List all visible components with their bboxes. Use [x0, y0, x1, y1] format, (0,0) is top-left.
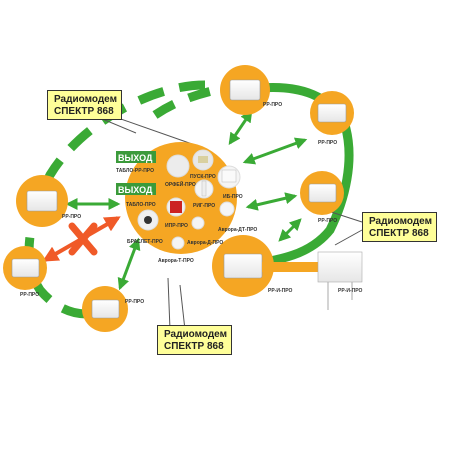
callout-radiomodem-bottom: Радиомодем СПЕКТР 868 — [157, 325, 232, 355]
callout-line-1: Радиомодем — [54, 94, 117, 105]
arrow-top-right — [228, 110, 253, 145]
svg-text:РИГ-ПРО: РИГ-ПРО — [193, 203, 215, 209]
arrow-right-bottom — [278, 218, 302, 242]
arrow-center-right — [245, 192, 298, 211]
svg-text:РР-И-ПРО: РР-И-ПРО — [338, 288, 362, 294]
svg-text:ИБ-ПРО: ИБ-ПРО — [223, 194, 243, 200]
exit-sign-bottom: ВЫХОД — [116, 183, 156, 195]
svg-text:РР-ПРО: РР-ПРО — [125, 299, 144, 305]
callout-line-1: Радиомодем — [164, 329, 227, 340]
svg-text:РР-ПРО: РР-ПРО — [20, 292, 39, 298]
callout-line-2: СПЕКТР 868 — [54, 106, 114, 117]
svg-text:Аврора-Т-ПРО: Аврора-Т-ПРО — [158, 258, 194, 264]
rig-pro-device: РИГ-ПРО — [193, 179, 215, 209]
callout-line-top-2 — [117, 117, 196, 146]
svg-text:РР-ПРО: РР-ПРО — [318, 140, 337, 146]
rr-i-pro-node: РР-И-ПРО — [212, 235, 322, 297]
svg-text:ТАБЛО-ПРО: ТАБЛО-ПРО — [126, 202, 156, 208]
svg-text:ИПР-ПРО: ИПР-ПРО — [165, 223, 188, 229]
radio-ring-dashed-top — [152, 83, 226, 119]
orfey-pro-device: ОРФЕЙ-ПРО — [165, 154, 196, 188]
svg-text:ВЫХОД: ВЫХОД — [118, 153, 153, 163]
svg-text:ОРФЕЙ-ПРО: ОРФЕЙ-ПРО — [165, 180, 196, 188]
rr-pro-node-right: РР-ПРО — [300, 171, 344, 224]
callout-line-bottom-2 — [179, 284, 186, 331]
callout-line-1: Радиомодем — [369, 216, 432, 227]
svg-text:РР-ПРО: РР-ПРО — [318, 218, 337, 224]
blocked-cross-icon — [68, 222, 98, 256]
rr-i-pro-module: РР-И-ПРО — [317, 251, 362, 310]
svg-text:ВЫХОД: ВЫХОД — [118, 185, 153, 195]
arrow-bottom-left — [117, 237, 141, 291]
rr-pro-node-top-right: РР-ПРО — [310, 91, 354, 146]
arrow-right-upper — [242, 137, 308, 165]
central-hub: ВЫХОД ТАБЛО-РР-ПРО ВЫХОД ТАБЛО-ПРО ОРФЕЙ… — [116, 142, 257, 264]
radio-ring-solid — [244, 83, 354, 270]
svg-text:Аврора-ДТ-ПРО: Аврора-ДТ-ПРО — [218, 227, 257, 233]
svg-text:Аврора-Д-ПРО: Аврора-Д-ПРО — [187, 240, 223, 246]
callout-radiomodem-right: Радиомодем СПЕКТР 868 — [362, 212, 437, 242]
callout-radiomodem-top-left: Радиомодем СПЕКТР 868 — [47, 90, 122, 120]
avrora-dt-pro-device: Аврора-ДТ-ПРО — [218, 201, 257, 233]
rr-pro-node-bottom: РР-ПРО — [82, 286, 144, 332]
svg-text:ТАБЛО-РР-ПРО: ТАБЛО-РР-ПРО — [116, 168, 154, 174]
svg-text:ПУСК-ПРО: ПУСК-ПРО — [190, 174, 216, 180]
callout-line-2: СПЕКТР 868 — [164, 341, 224, 352]
callout-line-top — [99, 117, 137, 134]
avrora-d-pro-device: Аврора-Д-ПРО — [187, 216, 223, 246]
rr-pro-node-top: РР-ПРО — [220, 65, 282, 115]
exit-sign-top: ВЫХОД — [116, 151, 156, 163]
ipr-pro-device: ИПР-ПРО — [165, 197, 188, 229]
svg-text:РР-И-ПРО: РР-И-ПРО — [268, 288, 292, 294]
callout-line-2: СПЕКТР 868 — [369, 228, 429, 239]
ib-pro-device: ИБ-ПРО — [217, 165, 243, 200]
rr-pro-node-bottom-left: РР-ПРО — [3, 246, 47, 298]
rr-pro-node-left: РР-ПРО — [16, 175, 81, 227]
braslet-pro-device: БРАСЛЕТ-ПРО — [127, 209, 163, 245]
pusk-pro-device: ПУСК-ПРО — [190, 149, 216, 180]
svg-text:РР-ПРО: РР-ПРО — [62, 214, 81, 220]
avrora-t-pro-device: Аврора-Т-ПРО — [158, 236, 194, 264]
callout-line-bottom — [167, 277, 171, 331]
callout-line-right-2 — [334, 229, 363, 246]
svg-text:БРАСЛЕТ-ПРО: БРАСЛЕТ-ПРО — [127, 239, 163, 245]
svg-text:РР-ПРО: РР-ПРО — [263, 102, 282, 108]
